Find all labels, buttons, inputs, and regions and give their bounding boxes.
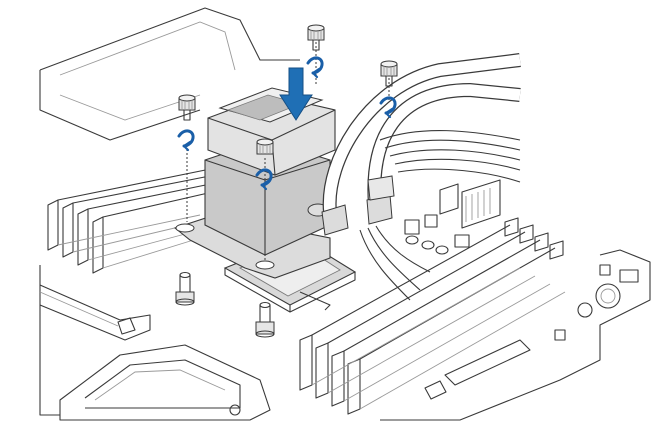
clockwise-rotate-icon (306, 56, 324, 79)
board-components (404, 179, 639, 400)
pcie-slot (39, 284, 151, 341)
vrm-heatsink (59, 344, 271, 421)
clockwise-rotate-icon (255, 168, 273, 191)
tube-hoses (321, 53, 521, 236)
standoff-bottom (255, 301, 275, 338)
clockwise-rotate-icon (177, 129, 195, 152)
dimm-slots-right (299, 217, 566, 415)
thumb-screw-icon (307, 24, 325, 51)
clockwise-rotate-icon (379, 96, 397, 119)
thumb-screw-icon (380, 60, 398, 87)
standoff-left (175, 271, 195, 306)
cable-bundle (359, 130, 521, 301)
thumb-screw-icon (256, 138, 274, 155)
thumb-screw-icon (178, 94, 196, 121)
motherboard-outline (39, 7, 651, 421)
down-arrow-icon (279, 67, 313, 121)
water-block (173, 87, 336, 279)
guide-lines (186, 38, 390, 262)
